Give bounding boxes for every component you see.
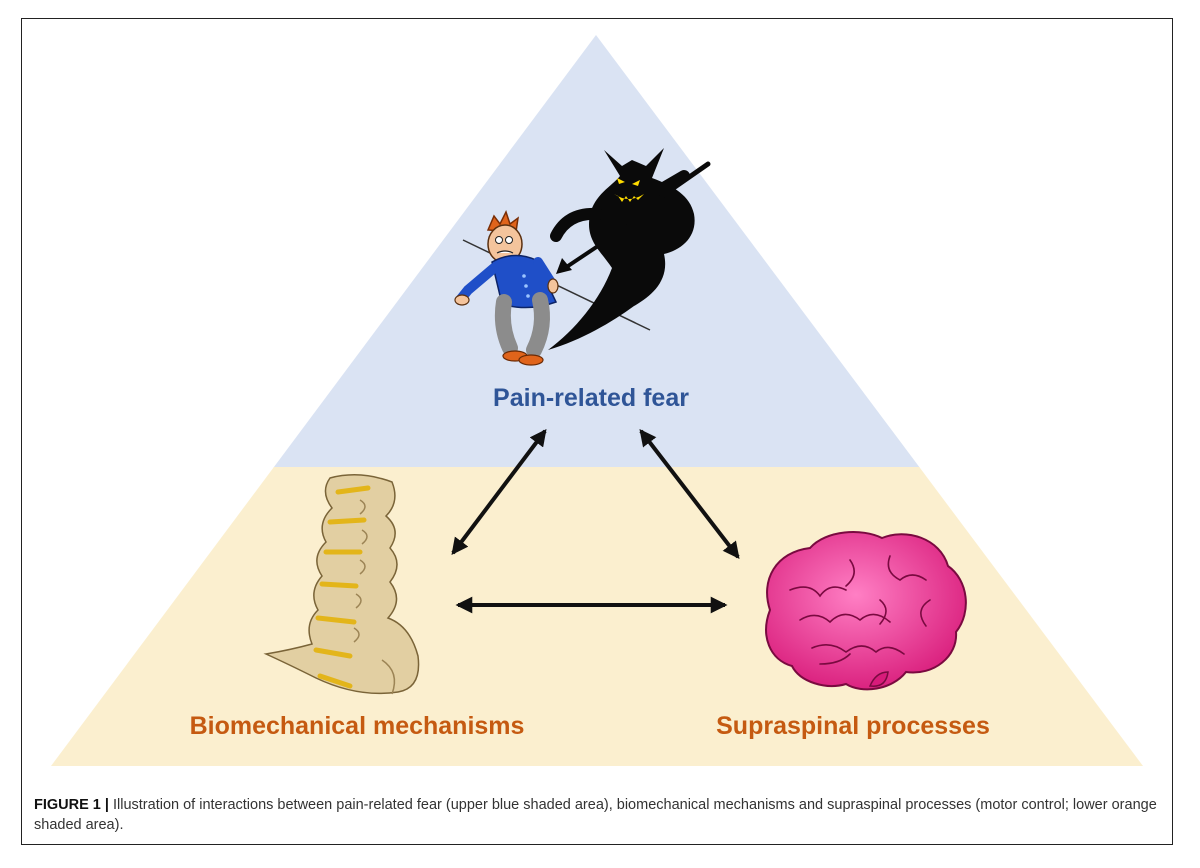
frightened-man-icon <box>454 210 651 366</box>
node-label-biomechanical-mechanisms: Biomechanical mechanisms <box>189 712 525 740</box>
brain-icon <box>765 531 967 691</box>
shadow-demon-icon <box>548 148 711 350</box>
spine-icon <box>263 474 420 695</box>
figure-caption: FIGURE 1 | Illustration of interactions … <box>34 795 1159 835</box>
caption-lead: FIGURE 1 | <box>34 797 109 813</box>
arrow-fear-biomechanical <box>451 428 547 556</box>
node-label-supraspinal-processes: Supraspinal processes <box>716 712 990 740</box>
caption-text: Illustration of interactions between pai… <box>34 797 1157 833</box>
arrow-fear-supraspinal <box>639 429 740 559</box>
lower-orange-region <box>51 467 1143 766</box>
node-label-pain-related-fear: Pain-related fear <box>493 384 689 412</box>
